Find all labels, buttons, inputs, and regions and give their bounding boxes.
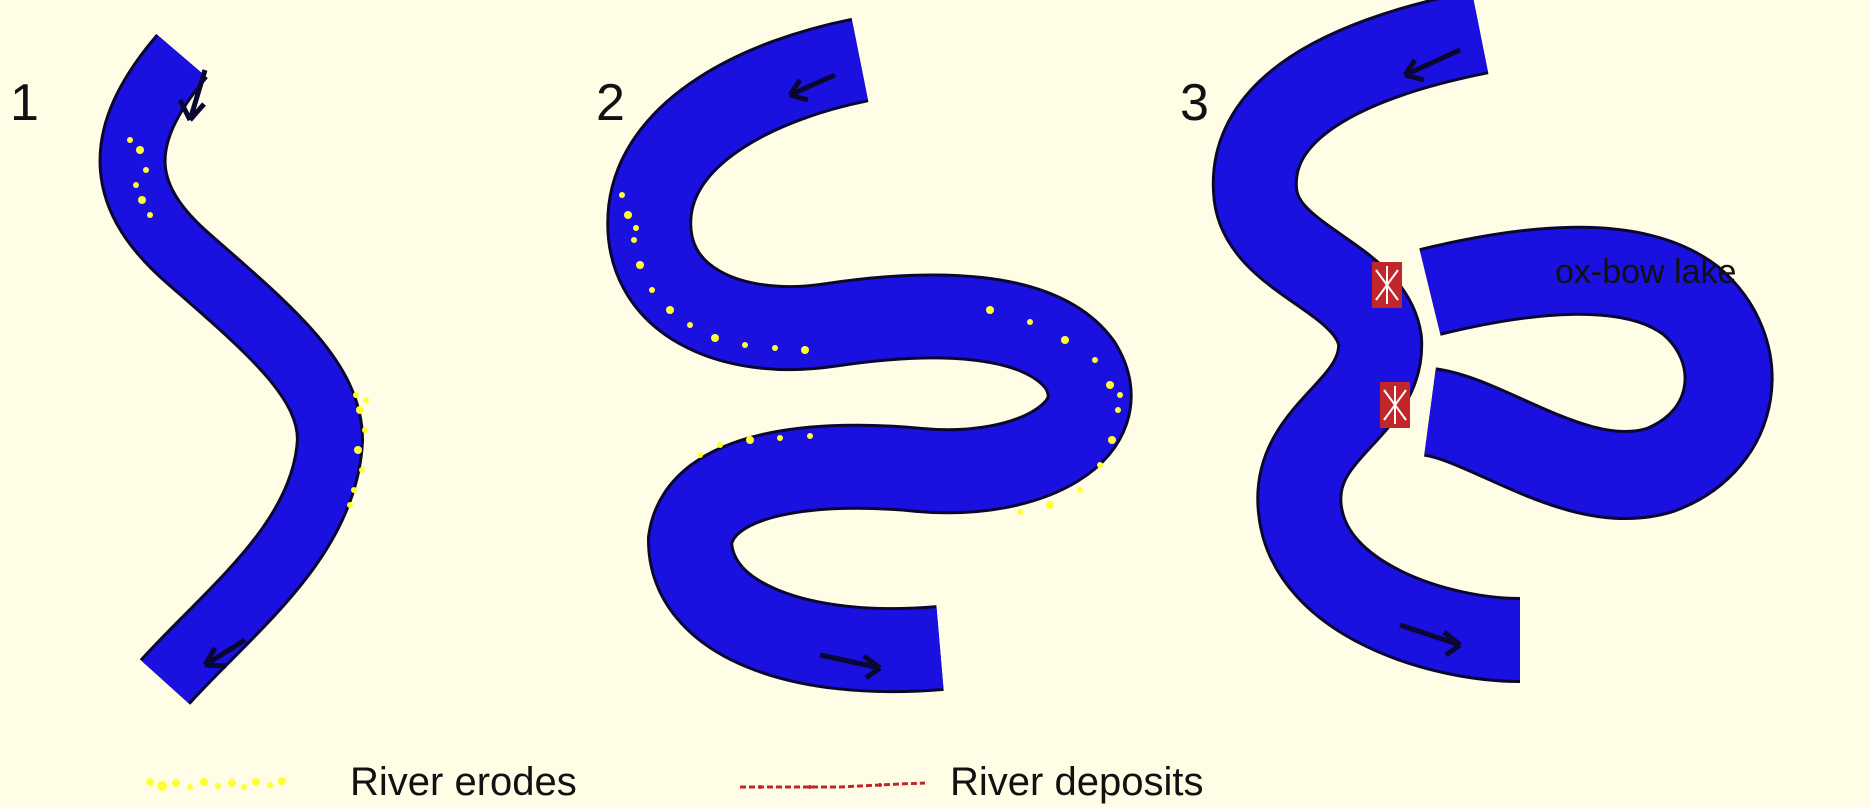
stage-3-label: 3 <box>1180 74 1209 132</box>
stage-2-river <box>619 60 1123 678</box>
legend-deposit-swatch <box>740 783 925 789</box>
oxbow-deposit-top <box>1372 262 1402 308</box>
legend-deposits-label: River deposits <box>950 760 1203 804</box>
legend: River erodes River deposits <box>146 760 1203 804</box>
oxbow-deposit-bottom <box>1380 382 1410 428</box>
stage-1-river-water <box>133 56 330 682</box>
stage-1-river <box>127 56 369 682</box>
stage-1-label: 1 <box>10 74 39 132</box>
legend-erodes-label: River erodes <box>350 760 577 804</box>
legend-erosion-swatch <box>146 777 286 791</box>
oxbow-lake-label: ox-bow lake <box>1555 253 1736 291</box>
stage-3-main-channel-water <box>1255 32 1520 640</box>
stage-2-river-water <box>649 60 1089 650</box>
stage-3-river <box>1255 32 1729 655</box>
stage-2-label: 2 <box>596 74 625 132</box>
